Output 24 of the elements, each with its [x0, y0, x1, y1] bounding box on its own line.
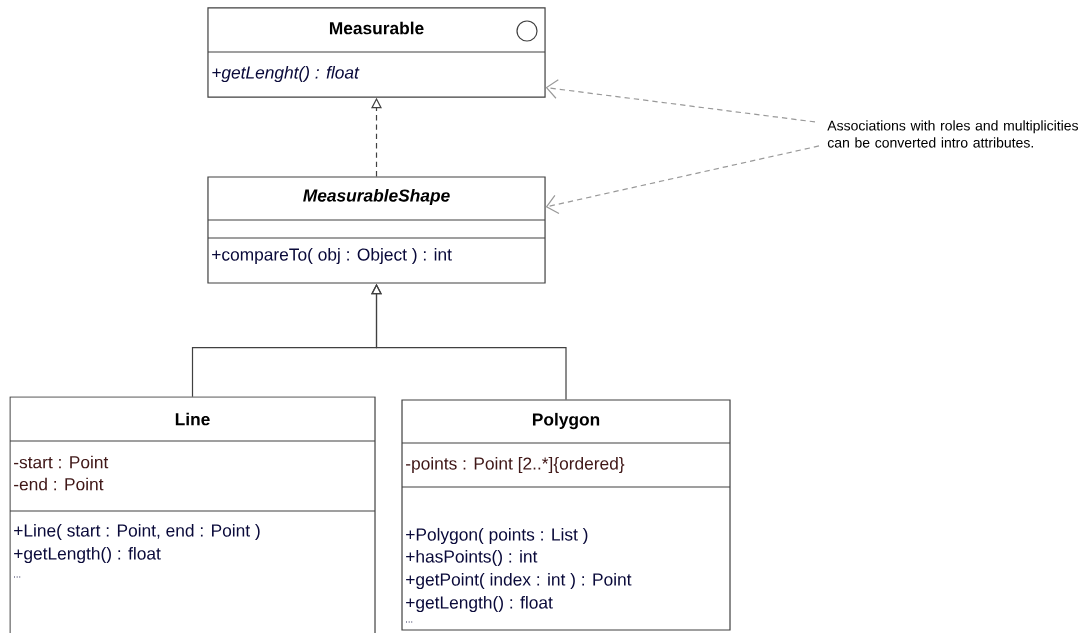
arrow: [545, 145, 820, 215]
method-text: +getLength() : float: [406, 595, 553, 613]
class-box: [9, 396, 376, 633]
attribute-text: -start : Point: [14, 455, 109, 469]
class-name: MeasurableShape: [303, 188, 450, 206]
class-box: [401, 399, 731, 631]
method-text: +hasPoints() : int: [406, 549, 538, 567]
class-box: [207, 7, 546, 98]
method-text: +Line( start : Point, end : Point ): [14, 523, 260, 541]
method-text: ...: [406, 621, 413, 623]
arrow: [545, 79, 816, 123]
attribute-text: -end : Point: [14, 477, 104, 491]
note-text: Associations with roles and multiplicities can be converted intro attributes.: [827, 120, 1079, 148]
method-text: +getLenght() : float: [212, 65, 360, 83]
class-name: Line: [175, 412, 210, 426]
method-text: +Polygon( points : List ): [406, 527, 588, 545]
class-name: Polygon: [532, 412, 600, 430]
attribute-text: -points : Point [2..*]{ordered}: [406, 456, 625, 474]
method-text: +getPoint( index : int ) : Point: [406, 572, 632, 590]
method-text: +compareTo( obj : Object ) : int: [212, 247, 452, 265]
method-text: +getLength() : float: [14, 546, 161, 564]
class-name: Measurable: [329, 21, 424, 35]
class-box: [207, 176, 546, 284]
method-text: ...: [14, 576, 21, 578]
